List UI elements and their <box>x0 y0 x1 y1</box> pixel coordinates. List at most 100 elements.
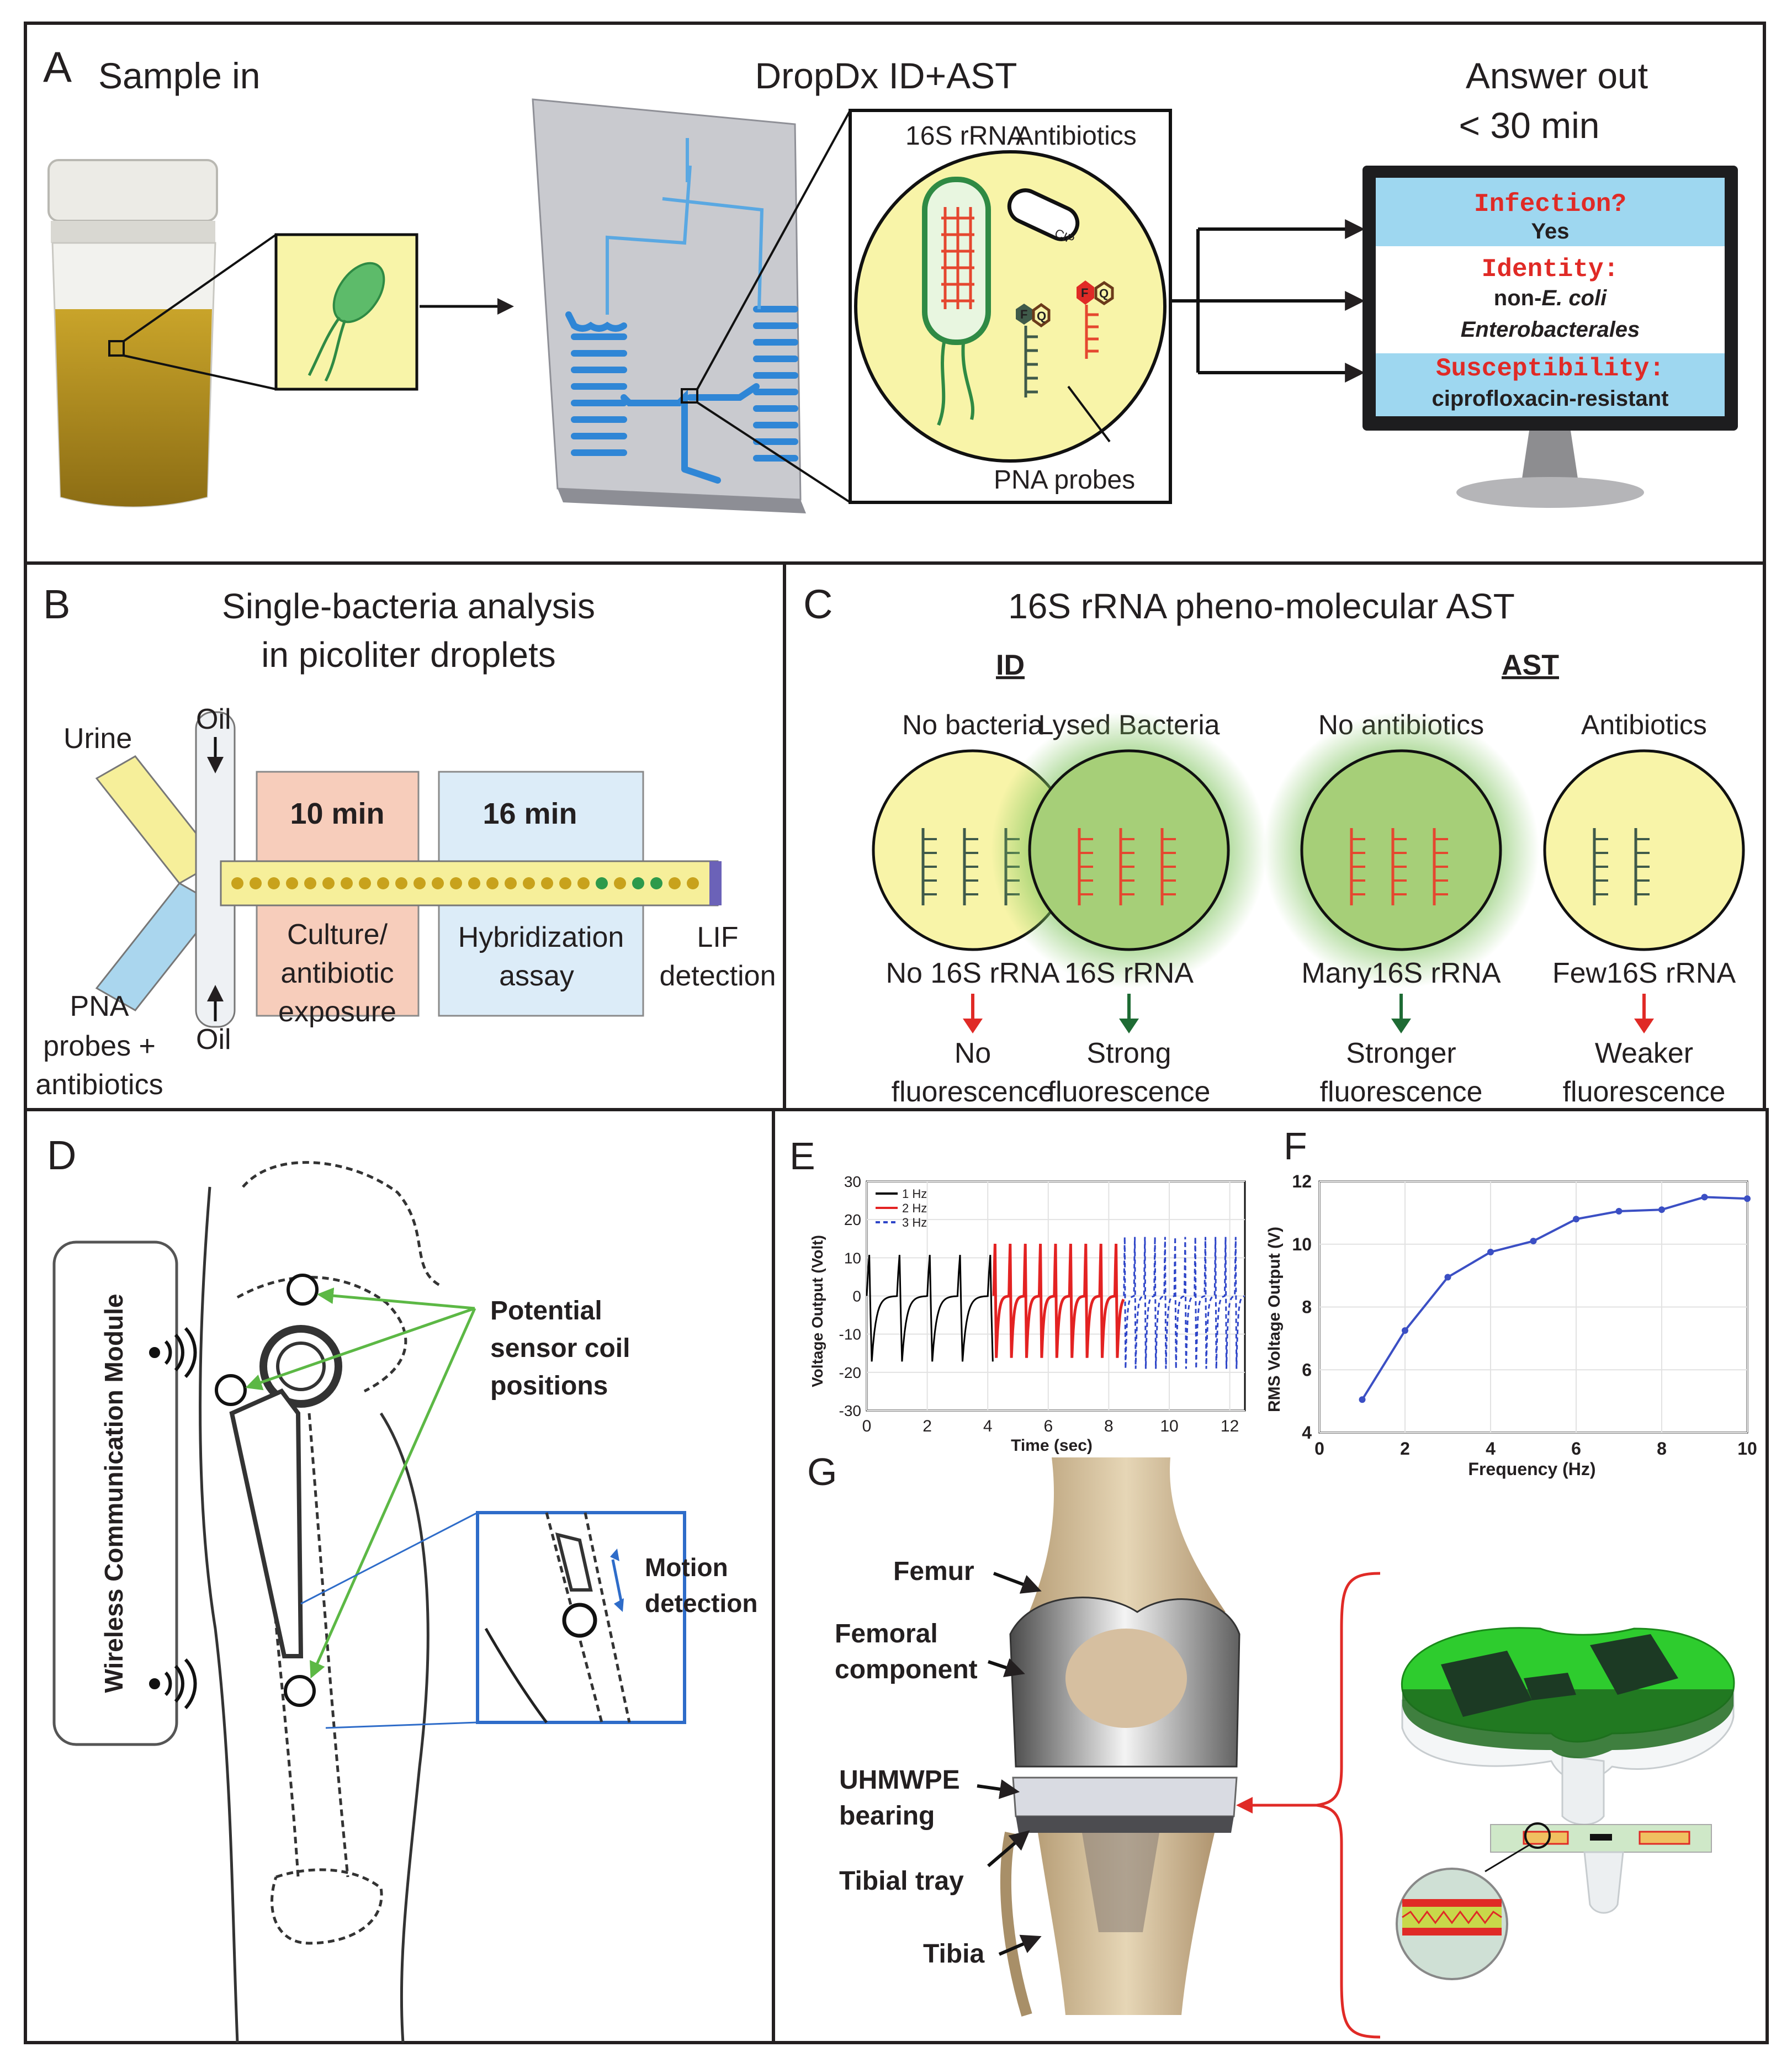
femoral-label-1: Femoral <box>835 1619 938 1648</box>
identity-question: Identity: <box>1482 255 1619 284</box>
chart-f-xtick: 4 <box>1486 1439 1496 1459</box>
lif-label-2: detection <box>659 960 776 992</box>
chart-f-point <box>1487 1248 1494 1255</box>
droplet <box>577 877 590 889</box>
droplet <box>231 877 243 889</box>
chart-e-legend-label: 1 Hz <box>902 1187 927 1201</box>
droplet <box>286 877 298 889</box>
chart-f-xtick: 8 <box>1657 1439 1667 1459</box>
pna-label-1: PNA <box>70 990 129 1022</box>
culture-label-3: exposure <box>278 996 396 1028</box>
susceptibility-answer: ciprofloxacin-resistant <box>1432 386 1668 411</box>
answer-out-label: Answer out <box>1466 55 1648 96</box>
chart-f-ylabel: RMS Voltage Output (V) <box>1265 1227 1284 1412</box>
chart-f-point <box>1359 1396 1366 1403</box>
droplet-zoom-box: CIP F Q F Q 16S rRNA Antibiotics PNA pro… <box>849 109 1172 504</box>
lif-label-1: LIF <box>697 921 738 953</box>
chart-e-ylabel: Voltage Output (Volt) <box>809 1235 826 1387</box>
chart-f-point <box>1444 1274 1451 1281</box>
chip-title: DropDx ID+AST <box>755 55 1017 96</box>
panel-b-title-2: in picoliter droplets <box>261 635 556 675</box>
chart-f-series-line <box>1361 1196 1748 1401</box>
potential-label-2: sensor coil <box>490 1334 630 1363</box>
chart-f-xtick: 10 <box>1737 1439 1757 1459</box>
identity-answer-line1: non-E. coli <box>1494 286 1607 310</box>
pna-label-3: antibiotics <box>35 1069 163 1101</box>
chart-e-legend-label: 3 Hz <box>902 1216 927 1229</box>
panel-frames <box>24 22 1769 2044</box>
tibia-label: Tibia <box>923 1939 984 1969</box>
microfluidic-chip <box>532 98 806 513</box>
droplet <box>523 877 535 889</box>
chart-f-point <box>1615 1208 1623 1215</box>
c-column-top-label: No bacteria <box>902 709 1043 740</box>
droplet <box>669 877 681 889</box>
pna-label-2: probes + <box>43 1030 156 1062</box>
c-result-line-2: fluorescence <box>892 1076 1054 1108</box>
droplet <box>413 877 426 889</box>
motion-label-2: detection <box>645 1589 757 1618</box>
infection-answer: Yes <box>1531 219 1570 243</box>
droplet <box>687 877 699 889</box>
potential-label-1: Potential <box>490 1296 602 1325</box>
chart-e-ytick: 20 <box>844 1211 861 1228</box>
panel-b-letter: B <box>43 581 70 627</box>
panel-c: C 16S rRNA pheno-molecular AST ID AST No… <box>803 581 1745 1108</box>
id-header: ID <box>996 649 1025 681</box>
urine-label: Urine <box>63 723 132 755</box>
droplet <box>596 877 608 889</box>
c-result-line-2: fluorescence <box>1048 1076 1211 1108</box>
chart-e-xtick: 2 <box>922 1417 932 1435</box>
infection-question: Infection? <box>1474 190 1626 219</box>
panel-e-letter: E <box>789 1134 815 1178</box>
chart-e-ytick: 0 <box>852 1288 861 1305</box>
chart-f-ytick: 8 <box>1302 1297 1312 1317</box>
wireless-signal-icon <box>149 1327 197 1710</box>
panel-c-title: 16S rRNA pheno-molecular AST <box>1008 586 1515 626</box>
c-result-line-1: Stronger <box>1346 1037 1456 1069</box>
panel-c-letter: C <box>803 581 833 627</box>
chart-f-point <box>1701 1194 1708 1201</box>
c-rrna-label: No 16S rRNA <box>886 957 1060 989</box>
probe-q-a1: Q <box>1037 309 1046 323</box>
culture-time: 10 min <box>290 797 384 830</box>
culture-label-1: Culture/ <box>287 919 388 951</box>
chart-f-xtick: 2 <box>1400 1439 1410 1459</box>
hybrid-label-1: Hybridization <box>458 921 624 953</box>
c-result-line-2: fluorescence <box>1320 1076 1483 1108</box>
chart-f-ytick: 4 <box>1302 1423 1312 1443</box>
c-result-line-2: fluorescence <box>1563 1076 1726 1108</box>
susceptibility-question: Susceptibility: <box>1436 354 1664 383</box>
hybrid-label-2: assay <box>499 960 574 992</box>
droplet <box>250 877 262 889</box>
chart-e-xlabel: Time (sec) <box>1011 1436 1093 1455</box>
droplet <box>559 877 571 889</box>
wireless-label: Wireless Communication Module <box>99 1294 128 1693</box>
panel-f-letter: F <box>1284 1125 1307 1168</box>
chart-f-point <box>1530 1238 1537 1245</box>
oil-top-label: Oil <box>196 703 231 735</box>
sensor-coil-3 <box>284 1675 316 1707</box>
panel-g: G Femur Femoral component UHMWPE bearing… <box>807 1450 1735 2039</box>
c-arrow-head <box>1119 1019 1139 1033</box>
chart-f-xtick: 0 <box>1314 1439 1324 1459</box>
chart-f-point <box>1744 1195 1751 1202</box>
c-arrow-head <box>1391 1019 1411 1033</box>
bacterium-zoom <box>274 233 418 391</box>
result-arrows <box>1170 219 1365 383</box>
c-result-line-1: No <box>955 1037 991 1069</box>
chart-f-ytick: 10 <box>1292 1234 1312 1254</box>
droplet <box>341 877 353 889</box>
identity-answer-line2: Enterobacterales <box>1461 317 1640 342</box>
chart-e-series-line <box>992 1243 1125 1358</box>
femur-label: Femur <box>893 1557 974 1586</box>
hybrid-time: 16 min <box>483 797 577 830</box>
c-result-line-1: Weaker <box>1595 1037 1693 1069</box>
pna-probes-label: PNA probes <box>994 465 1135 495</box>
sensor-insert <box>1401 1627 1735 1826</box>
panel-d: D Wireless Communication Module <box>47 1132 757 2043</box>
c-result-line-1: Strong <box>1086 1037 1171 1069</box>
